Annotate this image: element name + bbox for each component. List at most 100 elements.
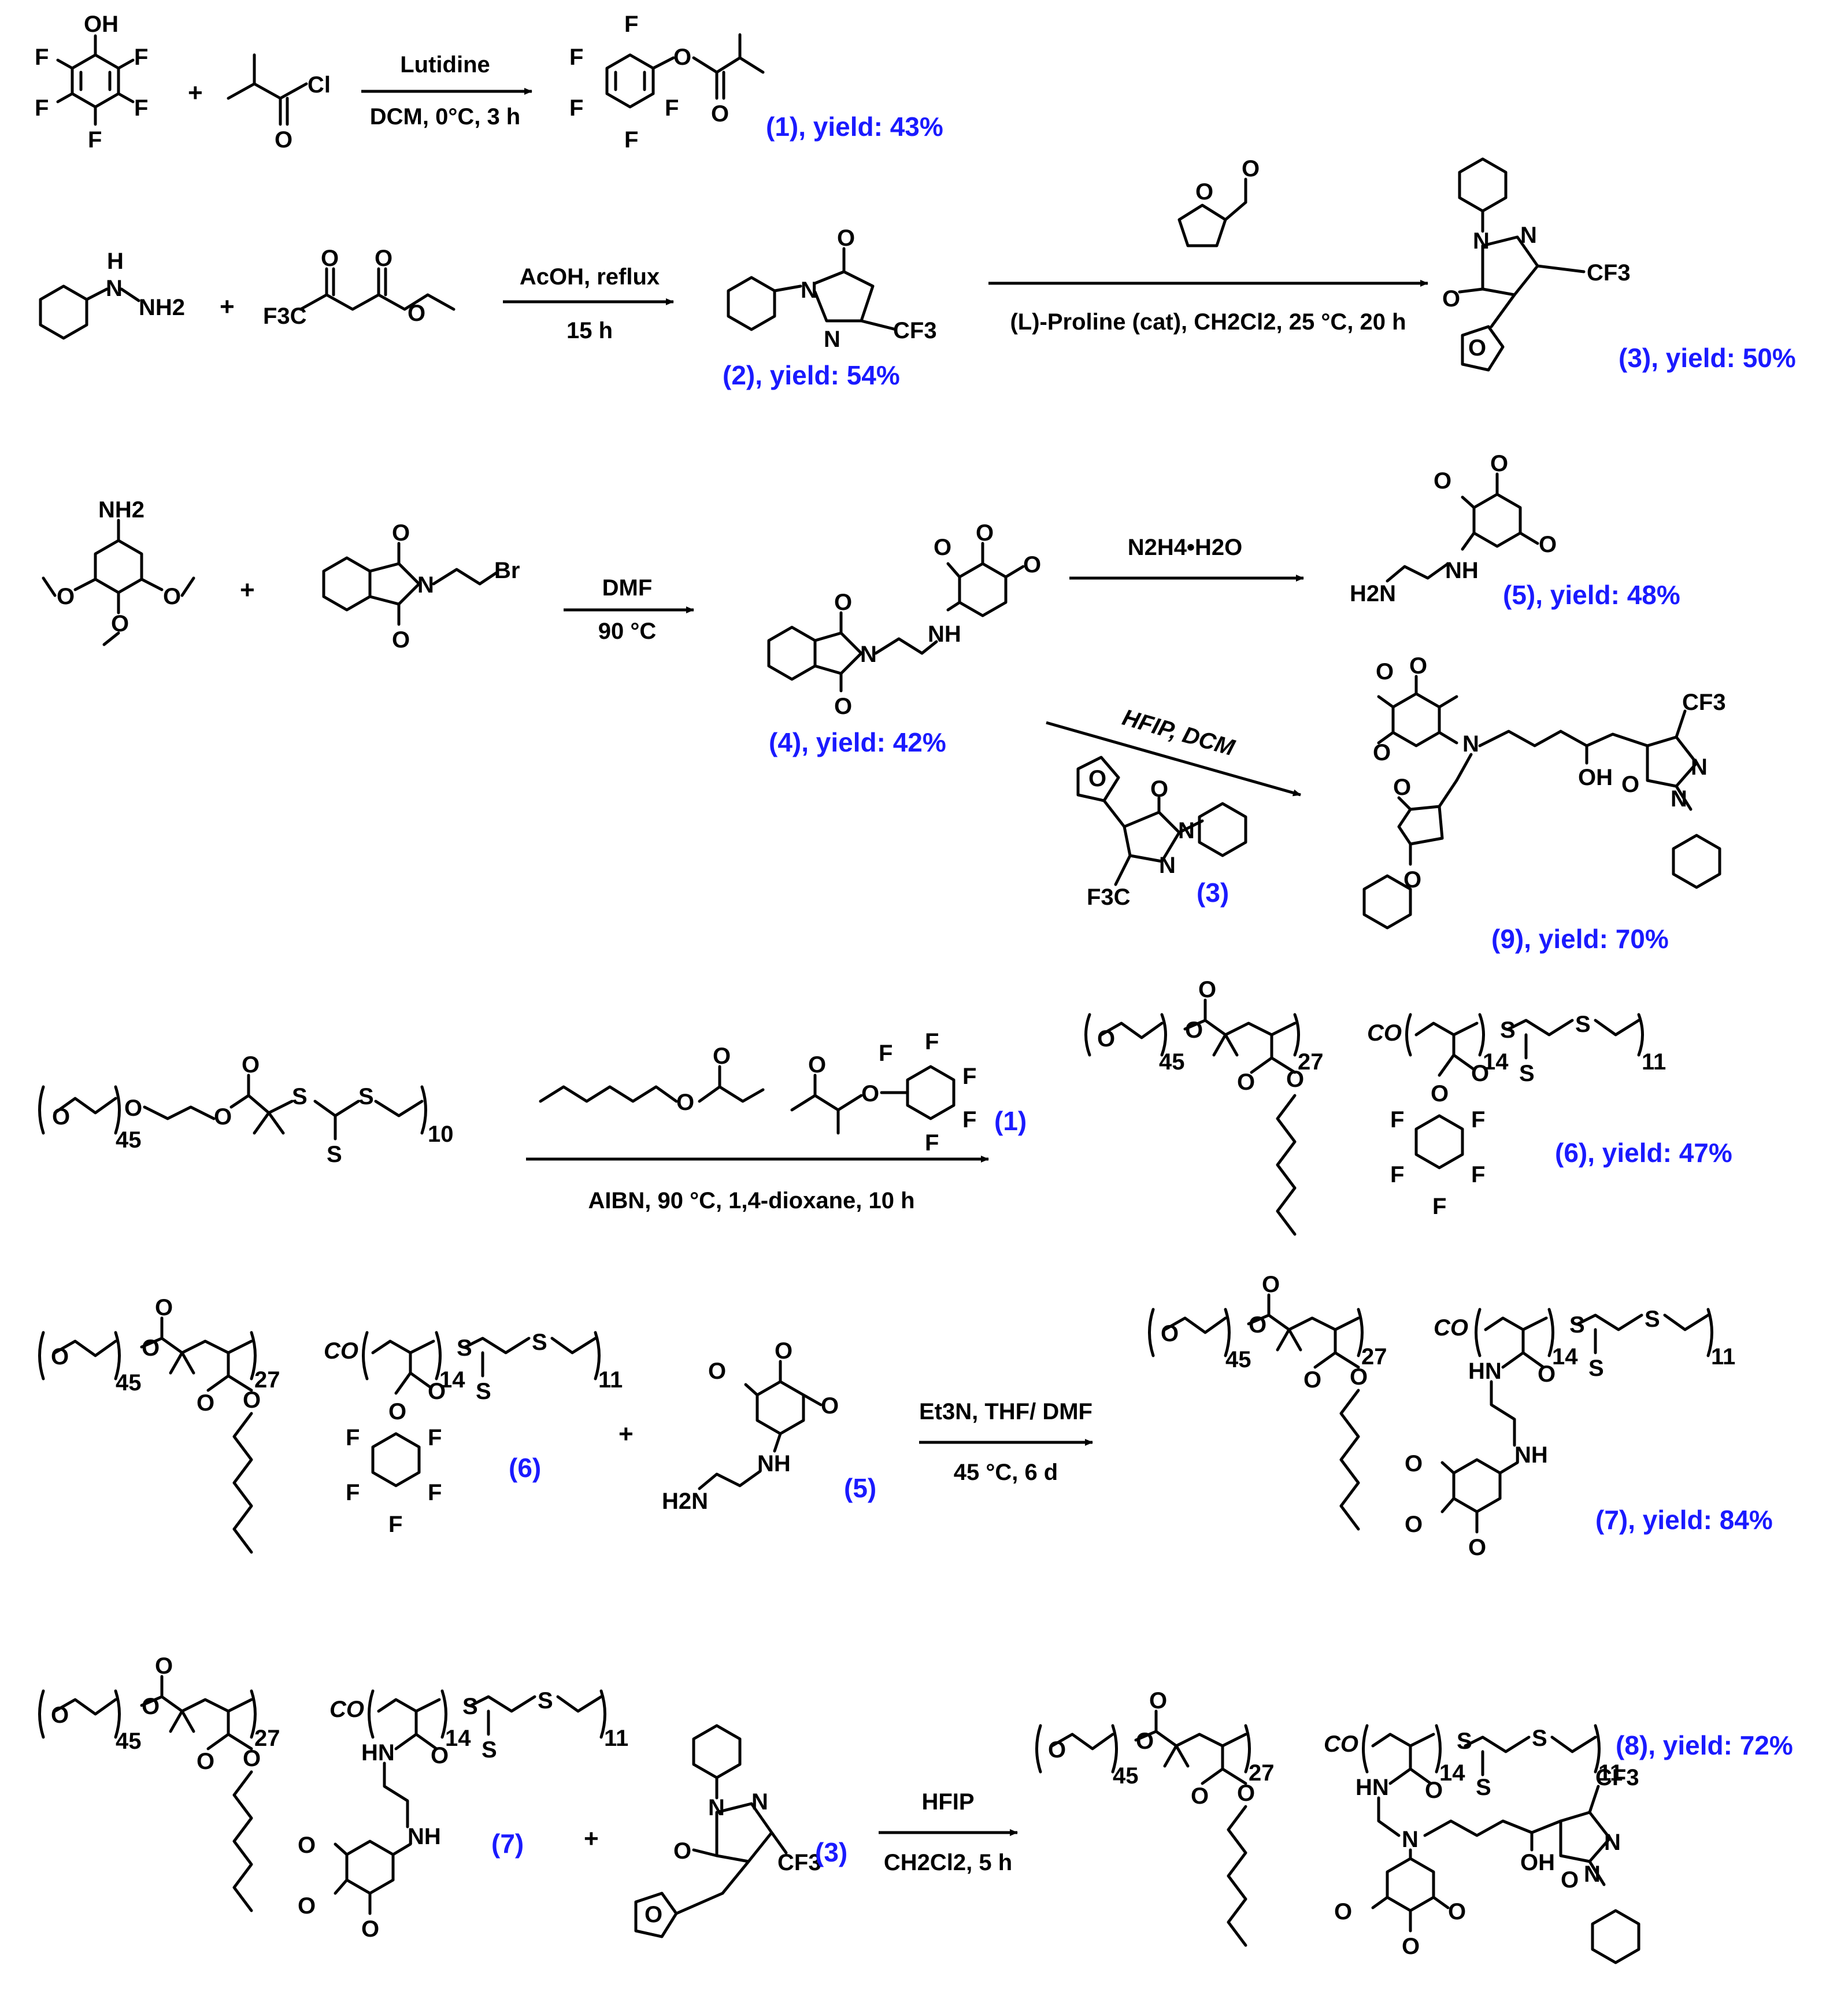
repeat-count: 14 bbox=[1552, 1344, 1578, 1370]
atom-label: H2N bbox=[662, 1489, 708, 1514]
reactant-polymer-7: O O O 45 27 CO 14 S S S 11 O O HN O NH O… bbox=[38, 1653, 628, 1942]
atom-label: F bbox=[134, 95, 148, 121]
atom-label: F bbox=[925, 1029, 939, 1054]
reagent-text: AcOH, reflux bbox=[520, 264, 660, 290]
atom-label: OH bbox=[84, 12, 118, 37]
atom-label: N bbox=[708, 1795, 725, 1820]
atom-label: S bbox=[462, 1694, 478, 1719]
atom-label: F bbox=[428, 1425, 442, 1450]
atom-label: CF3 bbox=[777, 1850, 821, 1875]
atom-label: F bbox=[624, 127, 638, 153]
atom-label: F bbox=[624, 12, 638, 37]
plus-sign: + bbox=[240, 576, 255, 604]
atom-label: O bbox=[242, 1052, 260, 1078]
atom-label: O bbox=[1303, 1367, 1321, 1393]
atom-label: O bbox=[155, 1653, 173, 1679]
atom-label: O bbox=[1393, 775, 1411, 800]
plus-sign: + bbox=[220, 293, 235, 321]
plus-sign: + bbox=[584, 1824, 599, 1853]
atom-label: O bbox=[1161, 1321, 1179, 1346]
reagent-text: Lutidine bbox=[400, 52, 490, 77]
reaction-8: O O O 45 27 CO 14 S S S 11 O O HN O NH O… bbox=[38, 1653, 1793, 1964]
atom-label: HN bbox=[1468, 1359, 1502, 1384]
atom-label: O bbox=[1405, 1512, 1423, 1537]
atom-label: S bbox=[1645, 1307, 1660, 1332]
atom-label: S bbox=[327, 1142, 342, 1167]
repeat-count: 27 bbox=[254, 1367, 280, 1393]
atom-label: F bbox=[1390, 1162, 1404, 1187]
atom-label: O bbox=[1048, 1737, 1066, 1763]
atom-label: NH bbox=[408, 1824, 441, 1849]
atom-label: S bbox=[538, 1688, 553, 1713]
atom-label: O bbox=[834, 590, 852, 615]
repeat-count: 45 bbox=[1225, 1347, 1251, 1372]
atom-label: O bbox=[711, 101, 729, 127]
repeat-count: 11 bbox=[604, 1726, 628, 1751]
atom-label: O bbox=[1262, 1272, 1280, 1297]
atom-label: F bbox=[665, 95, 679, 121]
atom-label: N bbox=[1462, 731, 1479, 757]
atom-label: O bbox=[111, 611, 129, 636]
atom-label: F bbox=[879, 1041, 892, 1066]
block-separator: CO bbox=[1367, 1020, 1402, 1046]
ethyl-trifluoroacetoacetate: O O O F3C bbox=[263, 246, 455, 329]
atom-label: O bbox=[275, 127, 292, 153]
atom-label: O bbox=[1468, 335, 1486, 361]
atom-label: O bbox=[1237, 1781, 1255, 1806]
reagent-text: HFIP, DCM bbox=[1120, 705, 1238, 761]
atom-label: S bbox=[1457, 1729, 1472, 1754]
atom-label: O bbox=[431, 1743, 449, 1768]
atom-label: N bbox=[824, 327, 840, 352]
atom-label: O bbox=[321, 246, 339, 271]
atom-label: F bbox=[88, 127, 102, 153]
compound-yield-label: (1), yield: 43% bbox=[766, 112, 943, 142]
atom-label: O bbox=[361, 1916, 379, 1942]
atom-label: O bbox=[1409, 653, 1427, 679]
repeat-count: 14 bbox=[439, 1367, 465, 1393]
repeat-count: 45 bbox=[1113, 1763, 1139, 1789]
atom-label: O bbox=[388, 1399, 406, 1424]
atom-label: N bbox=[1604, 1830, 1621, 1855]
plus-sign: + bbox=[188, 79, 203, 107]
atom-label: O bbox=[142, 1335, 160, 1361]
atom-label: F bbox=[569, 45, 583, 70]
atom-label: O bbox=[808, 1052, 826, 1078]
phthalimide-aniline-4: O O O O O N NH bbox=[767, 520, 1041, 719]
atom-label: O bbox=[1150, 776, 1168, 802]
atom-label: F bbox=[388, 1512, 402, 1537]
atom-label: O bbox=[1149, 1688, 1167, 1713]
reactant-label: (6) bbox=[509, 1453, 541, 1483]
atom-label: O bbox=[837, 225, 855, 251]
atom-label: O bbox=[243, 1387, 261, 1413]
methacryloyl-chloride: Cl O bbox=[227, 53, 331, 153]
block-separator: CO bbox=[1434, 1315, 1468, 1341]
atom-label: N bbox=[801, 277, 817, 303]
atom-label: O bbox=[1621, 772, 1639, 797]
reaction-7: O O O 45 27 CO 14 S S S 11 O O O O F F F… bbox=[38, 1272, 1773, 1560]
reaction-arrow bbox=[1046, 721, 1301, 797]
compound-yield-label: (7), yield: 84% bbox=[1595, 1505, 1773, 1535]
atom-label: O bbox=[155, 1295, 173, 1320]
atom-label: O bbox=[676, 1090, 694, 1115]
atom-label: O bbox=[713, 1043, 731, 1069]
atom-label: O bbox=[51, 1702, 69, 1728]
atom-label: F bbox=[428, 1480, 442, 1505]
atom-label: O bbox=[52, 1104, 70, 1130]
bromoethyl-phthalimide: O O N Br bbox=[322, 520, 520, 653]
atom-label: S bbox=[1500, 1017, 1516, 1043]
reaction-6: O O 45 O O S S S 10 O O O O F F F F bbox=[38, 977, 1732, 1236]
reactant-polymer-6: O O O 45 27 CO 14 S S S 11 O O O O F F F… bbox=[38, 1295, 623, 1554]
atom-label: O bbox=[1431, 1081, 1449, 1106]
atom-label: N bbox=[1691, 754, 1708, 780]
repeat-count: 14 bbox=[1439, 1760, 1465, 1786]
atom-label: N bbox=[1402, 1827, 1419, 1852]
compound-yield-label: (6), yield: 47% bbox=[1555, 1138, 1732, 1168]
atom-label: O bbox=[1023, 552, 1041, 578]
reagent-text: DMF bbox=[602, 575, 653, 601]
dye-reagent-3: O O N N F3C bbox=[1076, 756, 1247, 910]
reagent-text: AIBN, 90 °C, 1,4-dioxane, 10 h bbox=[588, 1188, 914, 1213]
atom-label: NH bbox=[1445, 558, 1479, 583]
atom-label: O bbox=[821, 1393, 839, 1419]
atom-label: N bbox=[1520, 223, 1537, 248]
atom-label: N bbox=[1671, 786, 1687, 812]
